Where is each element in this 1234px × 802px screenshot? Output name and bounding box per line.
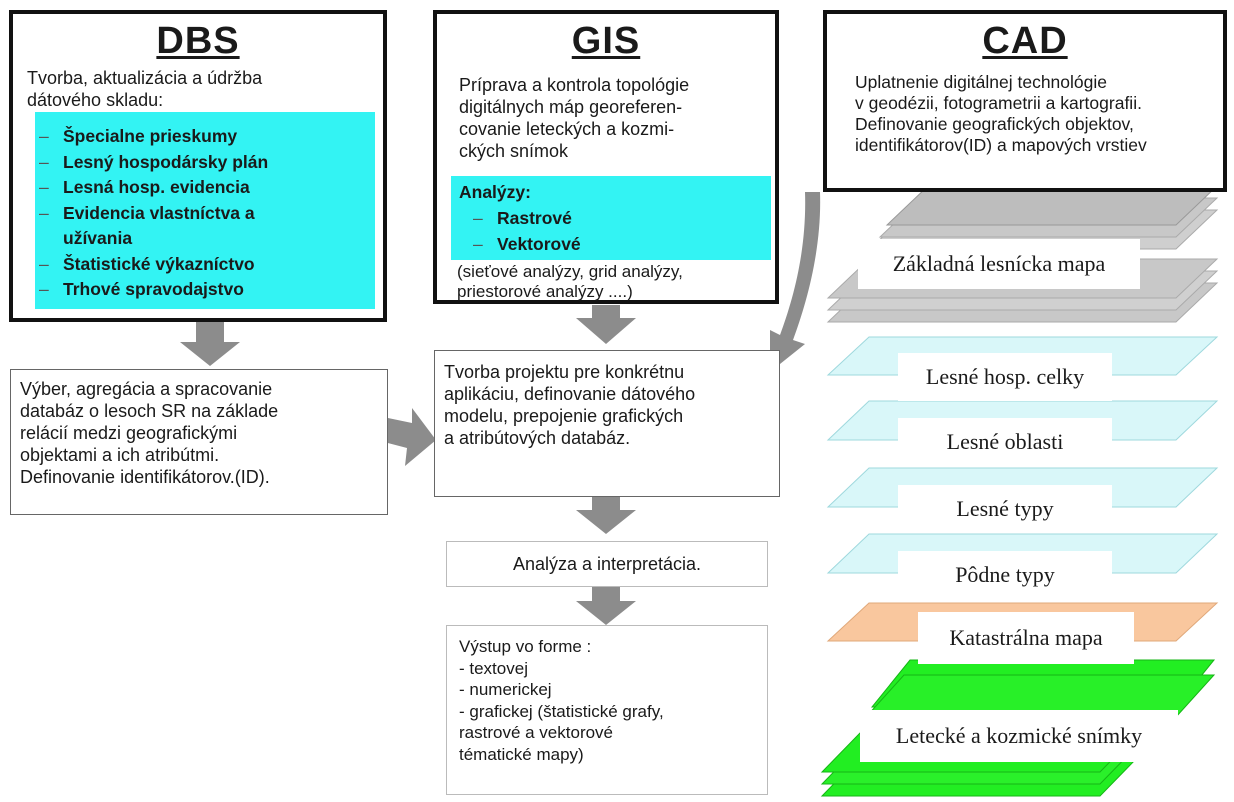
dash-mark: – <box>39 202 49 223</box>
gis-analyzy-item: Vektorové <box>497 233 581 254</box>
analyza-box: Analýza a interpretácia. <box>446 541 768 587</box>
dbs-highlight: –Špecialne prieskumy –Lesný hospodársky … <box>35 112 375 309</box>
projekt-box: Tvorba projektu pre konkrétnu aplikáciu,… <box>434 350 780 497</box>
dbs-title: DBS <box>156 20 240 62</box>
gis-analyzy-list: –Rastrové –Vektorové <box>469 206 581 257</box>
gis-title: GIS <box>571 20 641 62</box>
dbs-item-label: Evidencia vlastníctva a užívania <box>63 202 255 249</box>
dbs-item-label: Lesná hosp. evidencia <box>63 177 250 197</box>
dbs-item-label: Štatistické výkazníctvo <box>63 253 255 274</box>
list-item: –Lesná hosp. evidencia <box>35 175 268 201</box>
vyber-box: Výber, agregácia a spracovanie databáz o… <box>10 369 388 515</box>
arrow-cad-to-projekt <box>770 192 821 372</box>
gis-intro: Príprava a kontrola topológie digitálnyc… <box>459 75 690 161</box>
dbs-item-label: Lesný hospodársky plán <box>63 151 269 172</box>
list-item: –Evidencia vlastníctva a užívania <box>35 201 268 252</box>
arrow-gis-down <box>576 305 636 344</box>
dash-mark: – <box>473 208 483 228</box>
dash-mark: – <box>39 177 49 197</box>
list-item: –Vektorové <box>469 232 581 258</box>
dash-mark: – <box>39 253 49 274</box>
list-item: –Rastrové <box>469 206 581 232</box>
dbs-item-label: Trhové spravodajstvo <box>63 279 244 299</box>
flow-arrows <box>180 192 821 625</box>
cad-box: CAD Uplatnenie digitálnej technológie v … <box>823 10 1227 192</box>
gis-note: (sieťové analýzy, grid analýzy, priestor… <box>457 262 683 301</box>
dbs-list: –Špecialne prieskumy –Lesný hospodársky … <box>35 124 268 303</box>
projekt-text: Tvorba projektu pre konkrétnu aplikáciu,… <box>444 362 696 448</box>
layer-label-lesne-typy: Lesné typy <box>898 485 1112 533</box>
vystup-text: Výstup vo forme : - textovej - numericke… <box>459 637 664 764</box>
dbs-intro: Tvorba, aktualizácia a údržba dátového s… <box>27 68 263 110</box>
list-item: –Trhové spravodajstvo <box>35 277 268 303</box>
list-item: –Lesný hospodársky plán <box>35 150 268 176</box>
dbs-item-label: Špecialne prieskumy <box>63 126 238 146</box>
dash-mark: – <box>39 279 49 299</box>
dash-mark: – <box>39 126 49 146</box>
vystup-box: Výstup vo forme : - textovej - numericke… <box>446 625 768 795</box>
gis-analyzy-item: Rastrové <box>497 208 572 228</box>
vyber-text: Výber, agregácia a spracovanie databáz o… <box>20 379 279 487</box>
layer-label-podne-typy: Pôdne typy <box>898 551 1112 599</box>
layer-label-zakladna: Základná lesnícka mapa <box>858 239 1140 289</box>
dash-mark: – <box>473 233 483 254</box>
layer-label-leteckie: Letecké a kozmické snímky <box>860 710 1178 762</box>
layer-label-hosp-celky: Lesné hosp. celky <box>898 353 1112 401</box>
cad-text: Uplatnenie digitálnej technológie v geod… <box>855 72 1147 155</box>
dbs-box: DBS Tvorba, aktualizácia a údržba dátové… <box>9 10 387 322</box>
dash-mark: – <box>39 151 49 172</box>
analyza-text: Analýza a interpretácia. <box>512 554 702 574</box>
arrow-analyza-down <box>576 587 636 625</box>
list-item: –Štatistické výkazníctvo <box>35 252 268 278</box>
gis-box: GIS Príprava a kontrola topológie digitá… <box>433 10 779 304</box>
arrow-vyber-right <box>384 408 436 466</box>
gis-analyzy-label: Analýzy: <box>459 182 531 202</box>
cad-title: CAD <box>982 20 1068 62</box>
arrow-projekt-down <box>576 496 636 534</box>
list-item: –Špecialne prieskumy <box>35 124 268 150</box>
layer-label-katastralna: Katastrálna mapa <box>918 612 1134 664</box>
arrow-dbs-down <box>180 322 240 366</box>
gis-highlight: Analýzy: –Rastrové –Vektorové <box>451 176 771 260</box>
layer-label-oblasti: Lesné oblasti <box>898 418 1112 466</box>
